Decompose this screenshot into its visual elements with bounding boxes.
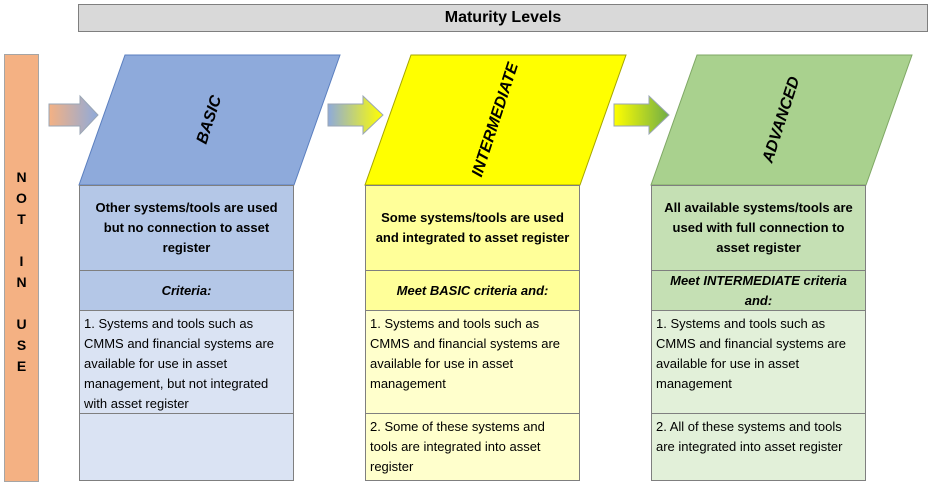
- advanced-criteria-header: Meet INTERMEDIATE criteria and:: [652, 271, 865, 311]
- side-letter: T: [17, 211, 26, 227]
- side-letter: S: [16, 337, 27, 353]
- advanced-head-shape: [650, 54, 913, 186]
- maturity-levels-title: Maturity Levels: [78, 4, 928, 32]
- basic-criterion-2: [80, 414, 293, 480]
- intermediate-head-shape: [364, 54, 627, 186]
- intermediate-criteria-header: Meet BASIC criteria and:: [366, 271, 579, 311]
- side-letter: I: [19, 253, 24, 269]
- intermediate-column: Some systems/tools are used and integrat…: [365, 185, 580, 481]
- arrow-to-advanced: [613, 94, 670, 136]
- intermediate-description: Some systems/tools are used and integrat…: [366, 186, 579, 271]
- advanced-column: All available systems/tools are used wit…: [651, 185, 866, 481]
- side-letter: N: [16, 274, 27, 290]
- not-in-use-bar: N O T I N U S E: [4, 54, 39, 482]
- basic-head-shape: [78, 54, 341, 186]
- advanced-criterion-1: 1. Systems and tools such as CMMS and fi…: [652, 311, 865, 414]
- basic-criteria-header: Criteria:: [80, 271, 293, 311]
- basic-column: Other systems/tools are used but no conn…: [79, 185, 294, 481]
- side-letter: O: [16, 190, 27, 206]
- basic-description: Other systems/tools are used but no conn…: [80, 186, 293, 271]
- side-letter: E: [16, 358, 27, 374]
- arrow-to-intermediate: [327, 94, 384, 136]
- side-letter: N: [16, 169, 27, 185]
- intermediate-criterion-2: 2. Some of these systems and tools are i…: [370, 419, 545, 474]
- intermediate-criterion-1: 1. Systems and tools such as CMMS and fi…: [366, 311, 579, 414]
- side-letter: U: [16, 316, 27, 332]
- advanced-criterion-2: 2. All of these systems and tools are in…: [656, 419, 843, 454]
- arrow-to-basic: [48, 94, 99, 136]
- basic-criterion-1: 1. Systems and tools such as CMMS and fi…: [80, 311, 293, 414]
- advanced-description: All available systems/tools are used wit…: [652, 186, 865, 271]
